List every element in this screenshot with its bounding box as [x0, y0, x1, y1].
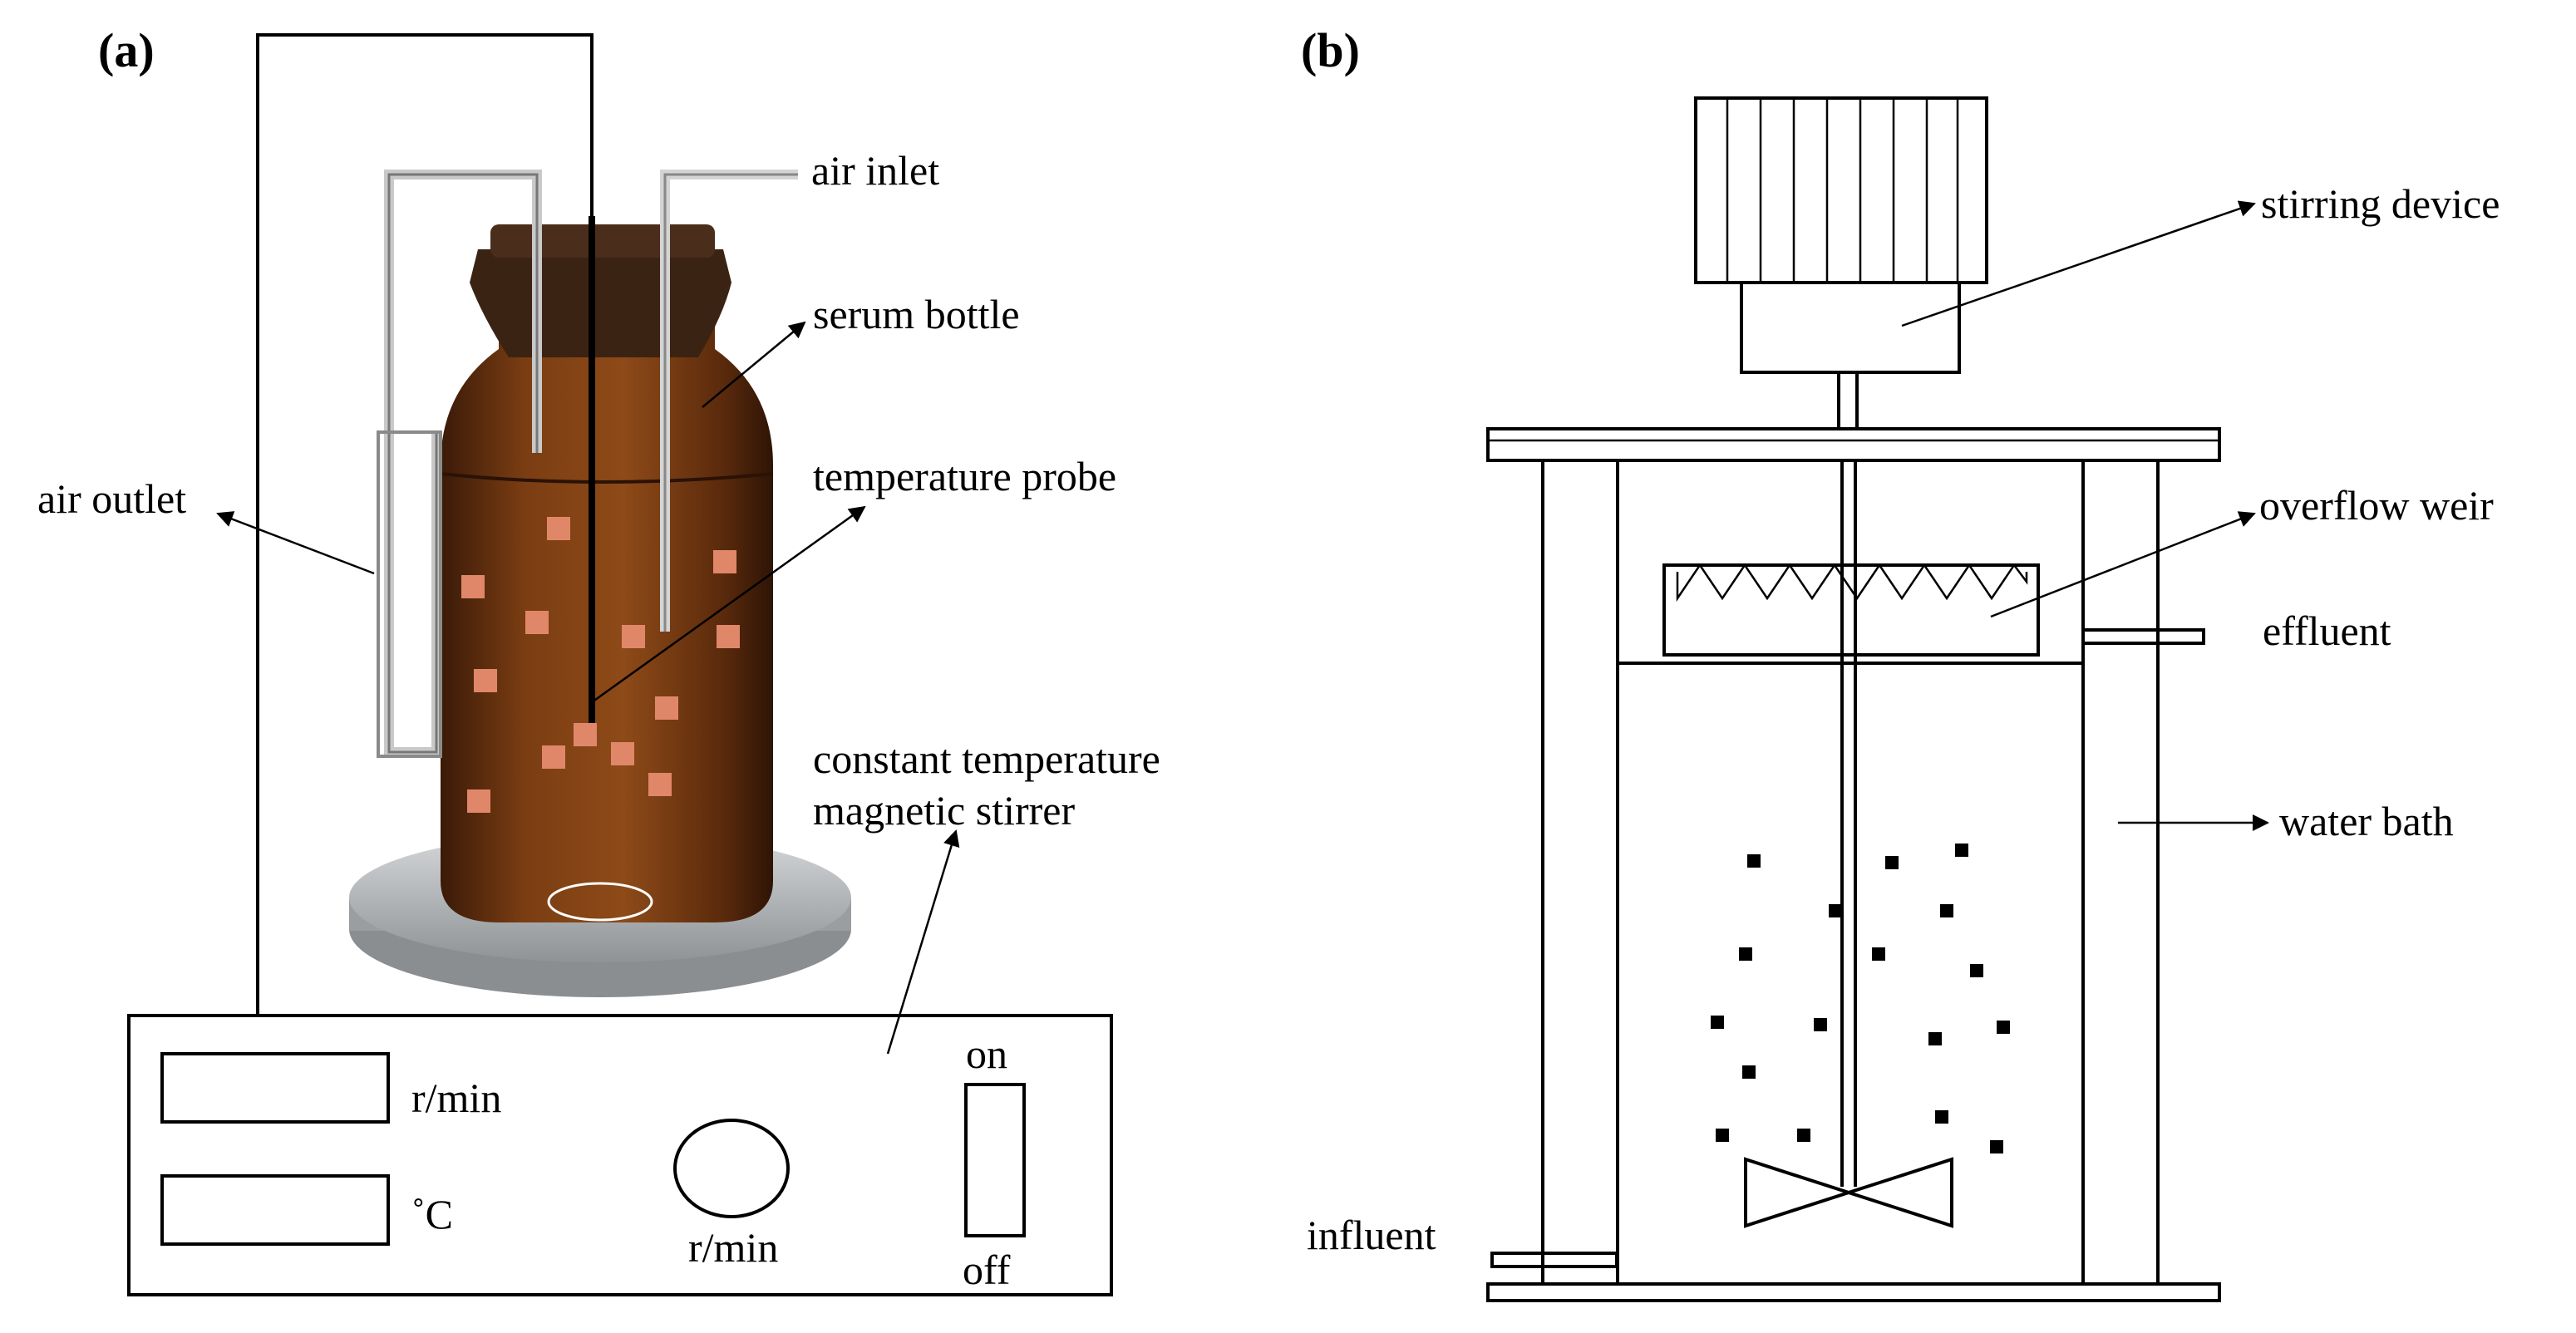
temp-display	[160, 1174, 390, 1246]
stirrer-controller	[127, 1014, 1113, 1296]
panel-b-arrows	[1901, 200, 2269, 831]
stirring-motor	[1694, 96, 1988, 430]
speed-display	[160, 1052, 390, 1124]
label-temperature-probe: temperature probe	[813, 453, 1116, 499]
gas-tubes	[377, 170, 798, 758]
label-stirrer-line1: constant temperature	[813, 735, 1160, 782]
label-influent: influent	[1307, 1212, 1436, 1258]
label-overflow-weir: overflow weir	[2259, 482, 2494, 529]
label-effluent: effluent	[2263, 607, 2391, 654]
panel-b-label: (b)	[1301, 23, 1360, 77]
effluent-pipe	[2081, 628, 2205, 645]
label-water-bath: water bath	[2279, 798, 2454, 844]
overflow-weir	[1618, 563, 2083, 665]
label-stirrer-line2: magnetic stirrer	[813, 787, 1075, 834]
label-switch-on: on	[966, 1030, 1007, 1077]
label-speed-unit: r/min	[411, 1075, 501, 1121]
label-stirring-device: stirring device	[2261, 180, 2500, 227]
reactor-lid	[1486, 427, 2221, 462]
label-switch-off: off	[963, 1247, 1011, 1293]
power-switch[interactable]	[964, 1083, 1026, 1237]
label-air-outlet: air outlet	[37, 475, 186, 522]
influent-pipe	[1490, 1252, 1618, 1268]
bottle-particles	[461, 517, 740, 813]
stirrer-shaft	[1744, 460, 1953, 1228]
label-air-inlet: air inlet	[811, 147, 939, 194]
impeller-left	[1744, 1157, 1854, 1228]
water-bath-jacket	[1486, 460, 2221, 1302]
label-knob-unit: r/min	[688, 1224, 778, 1271]
speed-knob[interactable]	[673, 1119, 790, 1218]
reactor-particles	[1711, 844, 2010, 1153]
impeller-right	[1843, 1157, 1953, 1228]
label-temp-unit: ˚C	[411, 1191, 453, 1237]
panel-a-arrows	[216, 321, 960, 1055]
label-serum-bottle: serum bottle	[813, 291, 1020, 337]
panel-a-label: (a)	[98, 23, 155, 77]
outlet-trap	[377, 430, 442, 758]
